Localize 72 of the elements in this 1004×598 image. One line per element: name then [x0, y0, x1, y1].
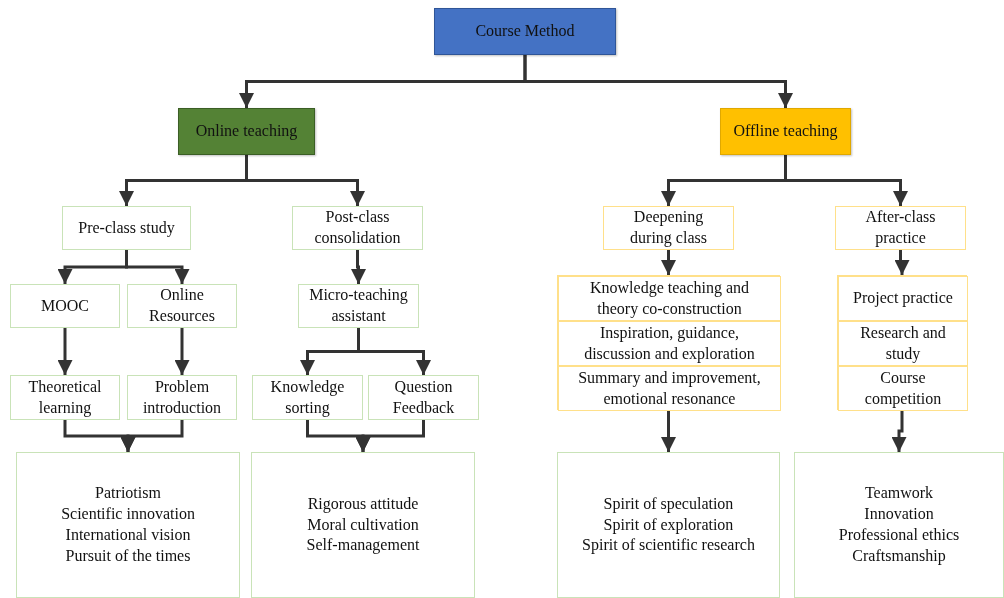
arrow	[120, 420, 184, 452]
box-text: After-class practice	[864, 207, 937, 249]
box-text: Project practice	[853, 288, 953, 309]
box-text: Scientific innovation	[61, 504, 195, 525]
arrow	[894, 250, 910, 275]
box-text: Innovation	[864, 504, 934, 525]
process-box	[838, 321, 968, 366]
box-text: Summary and improvement, emotional resonance	[577, 367, 762, 409]
box-text: Professional ethics	[838, 525, 960, 545]
process-box	[251, 452, 475, 598]
process-box	[794, 452, 1004, 598]
box-text: Moral cultivation	[307, 514, 419, 535]
box-text: Deepening during class	[629, 207, 708, 249]
box-text: Course competition	[863, 367, 943, 410]
box-text: Inspiration, guidance, discussion and exploration	[583, 322, 756, 365]
box-text: Research and study	[859, 322, 947, 365]
process-box	[720, 108, 851, 155]
box-text: Pre-class study	[78, 217, 175, 239]
arrow	[245, 155, 365, 206]
process-box	[62, 206, 191, 250]
stacked-box-group	[557, 275, 780, 410]
box-text: Spirit of scientific research	[582, 535, 755, 556]
box-text: Online Resources	[148, 285, 216, 326]
box-text: Patriotism	[95, 483, 161, 504]
process-box	[16, 452, 240, 598]
arrow	[661, 410, 676, 452]
process-box	[838, 276, 968, 321]
arrow	[57, 328, 73, 375]
process-box	[558, 366, 781, 411]
process-box	[292, 206, 423, 250]
box-text: Teamwork	[864, 483, 934, 504]
box-text: Knowledge sorting	[269, 376, 346, 419]
process-box	[252, 375, 363, 420]
process-box	[127, 284, 237, 328]
box-text: Offline teaching	[733, 121, 838, 142]
box-text: Spirit of exploration	[603, 514, 734, 536]
arrow	[355, 420, 425, 452]
box-text: Rigorous attitude	[307, 493, 419, 515]
box-text: Pursuit of the times	[65, 545, 191, 566]
box-text: Spirit of speculation	[603, 493, 734, 515]
box-text: Theoretical learning	[27, 376, 103, 419]
box-text: International vision	[65, 525, 191, 545]
process-box	[558, 321, 781, 366]
arrow	[174, 328, 190, 375]
box-text: Self-management	[306, 535, 420, 556]
arrow	[891, 410, 907, 452]
arrow	[661, 250, 676, 275]
arrow	[351, 250, 366, 284]
process-box	[368, 375, 479, 420]
box-text: Post-class consolidation	[313, 207, 402, 248]
box-text: Micro-teaching assistant	[308, 285, 409, 326]
process-box	[603, 206, 734, 250]
process-box	[557, 452, 780, 598]
process-box	[434, 8, 616, 55]
arrow	[523, 55, 793, 108]
process-box	[10, 375, 120, 420]
process-box	[838, 366, 968, 411]
box-text: Problem introduction	[141, 376, 223, 418]
box-text: Craftsmanship	[852, 545, 946, 567]
process-box	[10, 284, 120, 328]
box-text: Knowledge teaching and theory co-construction	[588, 277, 751, 320]
process-box	[127, 375, 237, 420]
stacked-box-group	[837, 275, 967, 410]
process-box	[558, 276, 781, 321]
process-box	[835, 206, 966, 250]
box-text: Online teaching	[195, 121, 298, 142]
box-text: Question Feedback	[391, 376, 456, 418]
arrow	[357, 328, 431, 375]
process-box	[178, 108, 315, 155]
box-text: Course Method	[475, 21, 575, 42]
box-text: MOOC	[41, 295, 89, 316]
process-box	[298, 284, 419, 328]
